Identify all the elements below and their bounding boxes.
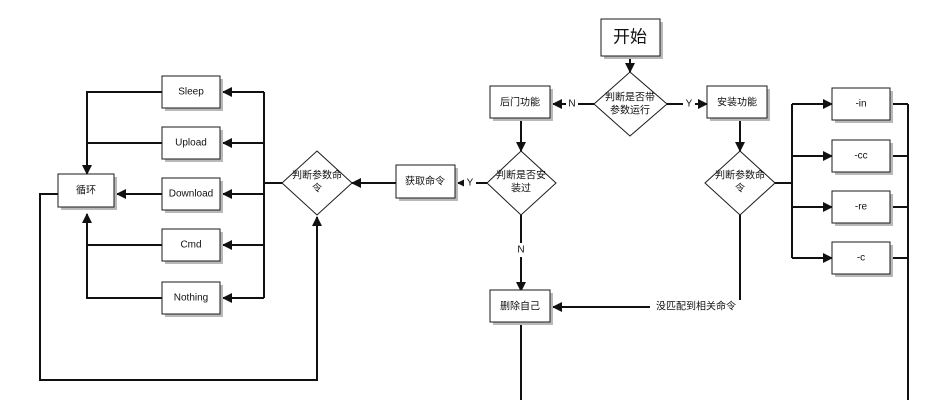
node-download: Download bbox=[161, 177, 223, 213]
node-start-label: 开始 bbox=[613, 27, 647, 46]
node-install: 安装功能 bbox=[706, 85, 770, 121]
node-upload-label: Upload bbox=[175, 138, 207, 149]
node-upload: Upload bbox=[161, 126, 223, 162]
node-delete-self: 删除自己 bbox=[489, 289, 553, 325]
node-loop-label: 循环 bbox=[76, 184, 96, 197]
node-opt-re: -re bbox=[831, 190, 893, 226]
node-opt-c-label: -c bbox=[857, 253, 865, 264]
label-no-check-installed: N bbox=[517, 245, 524, 256]
node-get-command-label: 获取命令 bbox=[405, 175, 445, 188]
node-install-label: 安装功能 bbox=[717, 96, 757, 109]
node-check-installed: 判断是否安 装过 bbox=[486, 150, 557, 216]
label-yes-check-installed: Y bbox=[467, 178, 474, 189]
node-check-param-right: 判断参数命 令 bbox=[704, 150, 776, 216]
node-delete-self-label: 删除自己 bbox=[500, 300, 540, 313]
node-opt-in: -in bbox=[831, 87, 893, 123]
node-sleep: Sleep bbox=[161, 75, 223, 111]
node-download-label: Download bbox=[169, 189, 213, 200]
label-no-match: 没匹配到相关命令 bbox=[656, 300, 736, 313]
node-check-param-left-line2: 令 bbox=[312, 182, 322, 195]
edge-loop-to-check-param-left bbox=[39, 193, 322, 381]
node-loop: 循环 bbox=[57, 173, 117, 210]
node-start: 开始 bbox=[600, 18, 663, 59]
node-check-param-right-line2: 令 bbox=[735, 182, 745, 195]
node-check-installed-line1: 判断是否安 bbox=[496, 169, 546, 182]
node-check-params-run-line1: 判断是否带 bbox=[605, 91, 655, 104]
node-backdoor-label: 后门功能 bbox=[500, 96, 540, 109]
node-cmd: Cmd bbox=[161, 228, 223, 264]
node-nothing-label: Nothing bbox=[174, 293, 208, 304]
node-cmd-label: Cmd bbox=[180, 240, 201, 251]
node-get-command: 获取命令 bbox=[395, 164, 458, 201]
label-no-check-params: N bbox=[568, 99, 575, 110]
node-check-installed-line2: 装过 bbox=[511, 182, 531, 195]
node-check-param-left-line1: 判断参数命 bbox=[292, 169, 342, 182]
node-backdoor: 后门功能 bbox=[489, 85, 553, 121]
node-check-params-run-line2: 参数运行 bbox=[610, 104, 650, 117]
node-check-param-right-line1: 判断参数命 bbox=[715, 169, 765, 182]
node-check-params-run: 判断是否带 参数运行 bbox=[593, 71, 668, 137]
label-yes-check-params: Y bbox=[686, 99, 693, 110]
edge-labels: N Y Y N 没匹配到相关命令 bbox=[464, 97, 742, 314]
node-opt-cc-label: -cc bbox=[854, 151, 867, 162]
edge-sleep-to-loop bbox=[82, 91, 162, 175]
node-opt-in-label: -in bbox=[855, 99, 866, 110]
node-opt-cc: -cc bbox=[831, 139, 893, 175]
node-nothing: Nothing bbox=[161, 281, 223, 317]
edge-no-match-to-delete bbox=[552, 215, 741, 312]
edge-nothing-to-loop bbox=[82, 213, 162, 299]
node-opt-re-label: -re bbox=[855, 202, 868, 213]
node-opt-c: -c bbox=[831, 241, 893, 277]
node-check-param-left: 判断参数命 令 bbox=[281, 150, 353, 216]
node-sleep-label: Sleep bbox=[178, 87, 204, 98]
